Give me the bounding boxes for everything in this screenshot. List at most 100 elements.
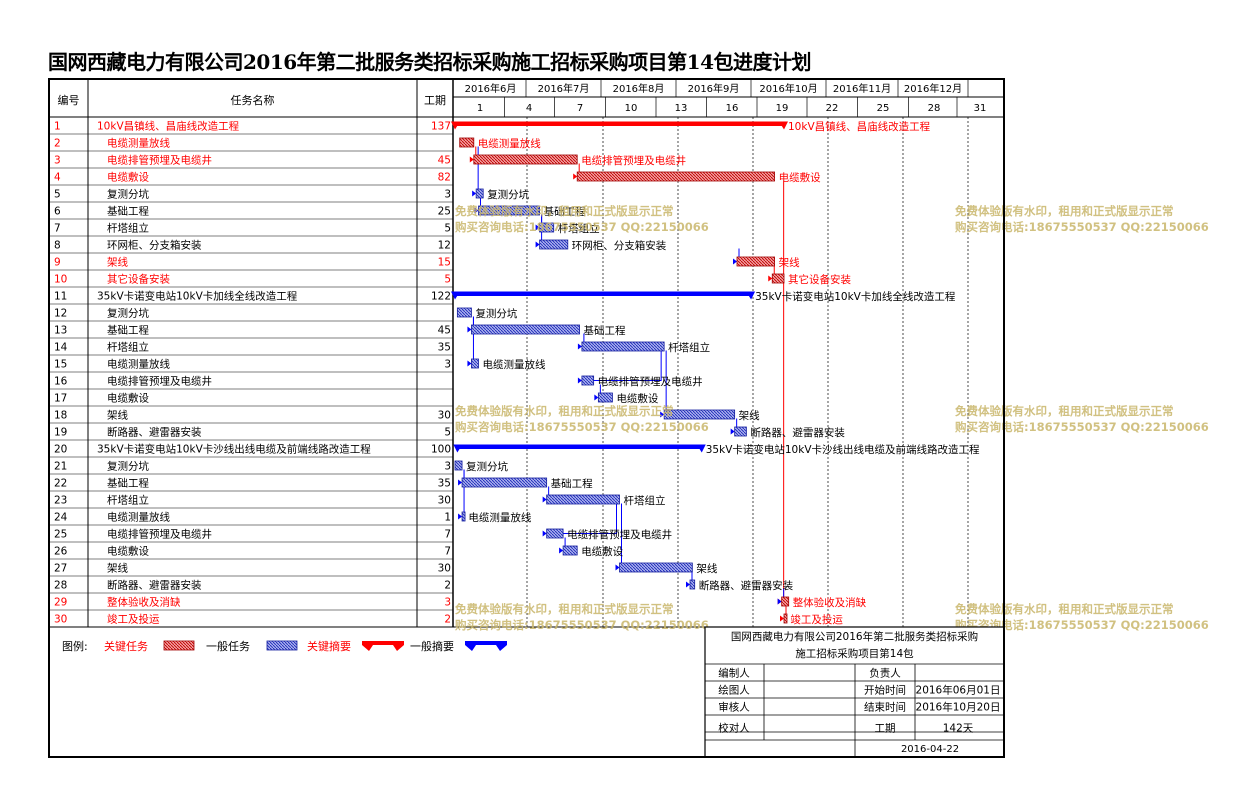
watermark-text: 购买咨询电话:18675550537 QQ:22150066 (955, 220, 1209, 234)
task-bar (478, 205, 540, 216)
task-duration: 3 (444, 597, 451, 609)
task-bar (562, 545, 578, 556)
task-id: 13 (54, 325, 67, 337)
bar-label: 架线 (739, 409, 760, 422)
watermark-text: 购买咨询电话:18675550537 QQ:22150066 (955, 618, 1209, 632)
dependency-arrow (542, 496, 547, 503)
dependency-arrow (594, 394, 599, 401)
month-label: 2016年12月 (904, 82, 962, 95)
month-label: 2016年9月 (688, 82, 740, 95)
month-label: 2016年8月 (613, 82, 665, 95)
info-label: 校对人 (718, 722, 750, 735)
watermark-text: 免费体验版有水印，租用和正式版显示正常 (955, 404, 1174, 418)
task-name: 35kV卡诺变电站10kV卡沙线出线电缆及前端线路改造工程 (97, 443, 371, 456)
task-duration: 5 (444, 427, 451, 439)
bar-label: 架线 (779, 256, 800, 269)
task-bar (576, 171, 776, 182)
task-name: 35kV卡诺变电站10kV卡加线全线改造工程 (97, 290, 298, 303)
day-tick-label: 25 (877, 103, 890, 114)
bar-label: 复测分坑 (475, 307, 517, 320)
task-duration: 7 (444, 546, 451, 558)
legend-normal-task-label: 一般任务 (206, 640, 250, 653)
day-tick-label: 16 (726, 103, 739, 114)
dependency-arrow (573, 173, 578, 180)
task-duration: 137 (431, 121, 451, 133)
summary-start-cap (453, 444, 463, 453)
task-name: 电缆排管预埋及电缆井 (107, 528, 212, 541)
watermark-text: 购买咨询电话:18675550537 QQ:22150066 (455, 420, 709, 434)
legend-critical-task-label: 关键任务 (104, 639, 148, 653)
task-name: 架线 (107, 409, 128, 422)
task-name: 电缆排管预埋及电缆井 (107, 375, 212, 388)
dependency-arrow (535, 241, 540, 248)
bar-label: 基础工程 (551, 477, 593, 490)
bar-label: 其它设备安装 (788, 273, 851, 286)
info-label: 结束时间 (864, 701, 906, 714)
bar-label: 基础工程 (544, 205, 586, 218)
task-bar (459, 137, 475, 148)
task-name: 复测分坑 (107, 307, 149, 320)
day-tick-label: 4 (526, 103, 532, 114)
task-bar (736, 256, 775, 267)
task-id: 18 (54, 410, 67, 422)
task-id: 24 (54, 512, 68, 524)
watermark-text: 购买咨询电话:18675550537 QQ:22150066 (455, 220, 709, 234)
task-duration: 30 (438, 410, 451, 422)
task-name: 其它设备安装 (107, 273, 170, 286)
task-name: 电缆敷设 (107, 392, 149, 405)
watermark-text: 免费体验版有水印，租用和正式版显示正常 (455, 404, 674, 418)
task-bar (581, 375, 595, 386)
dependency-arrow (458, 479, 463, 486)
legend-normal-summary-swatch (465, 641, 507, 651)
task-bar (663, 409, 736, 420)
task-bar (461, 511, 466, 522)
dependency-line (462, 469, 465, 517)
info-label: 开始时间 (864, 684, 906, 697)
task-duration: 7 (444, 529, 451, 541)
dependency-arrow (780, 615, 784, 622)
task-duration: 12 (438, 240, 451, 252)
task-name: 杆塔组立 (107, 222, 149, 235)
info-date: 2016-04-22 (901, 744, 959, 755)
task-duration: 5 (444, 223, 451, 235)
task-id: 19 (54, 427, 67, 439)
bar-label: 电缆敷设 (616, 392, 658, 405)
task-bar (539, 239, 569, 250)
task-duration: 45 (438, 325, 451, 337)
task-id: 15 (54, 359, 67, 371)
info-value: 142天 (943, 723, 974, 735)
dependency-arrow (686, 581, 690, 588)
bar-label: 整体验收及消缺 (793, 596, 867, 609)
task-duration: 3 (444, 461, 451, 473)
task-id: 20 (54, 444, 67, 456)
info-title-line1: 国网西藏电力有限公司2016年第二批服务类招标采购 (731, 630, 978, 643)
day-tick-label: 28 (928, 103, 941, 114)
summary-end-cap (746, 291, 756, 300)
task-id: 6 (54, 206, 61, 218)
dependency-arrow (768, 275, 773, 282)
bar-label: 复测分坑 (466, 460, 508, 473)
task-id: 11 (54, 291, 67, 303)
month-label: 2016年10月 (759, 82, 817, 95)
dependency-line (476, 146, 479, 194)
dependency-line (471, 316, 474, 364)
task-duration: 35 (438, 478, 451, 490)
task-duration: 2 (444, 614, 451, 626)
month-label: 2016年7月 (538, 82, 590, 95)
summary-bar (455, 121, 784, 126)
task-id: 9 (54, 257, 61, 269)
info-label: 编制人 (718, 667, 750, 680)
task-id: 8 (54, 240, 61, 252)
summary-start-cap (451, 121, 460, 130)
task-name: 环网柜、分支箱安装 (107, 239, 202, 252)
info-value: 2016年10月20日 (916, 701, 1001, 714)
bar-label: 10kV昌镇线、昌庙线改造工程 (788, 120, 931, 133)
task-duration: 1 (444, 512, 451, 524)
task-name: 断路器、避雷器安装 (107, 426, 202, 439)
task-name: 电缆排管预埋及电缆井 (107, 154, 212, 167)
info-title-line2: 施工招标采购项目第14包 (795, 647, 914, 660)
task-id: 29 (54, 597, 67, 609)
task-id: 22 (54, 478, 67, 490)
task-id: 7 (54, 223, 61, 235)
bar-label: 电缆测量放线 (468, 511, 531, 524)
